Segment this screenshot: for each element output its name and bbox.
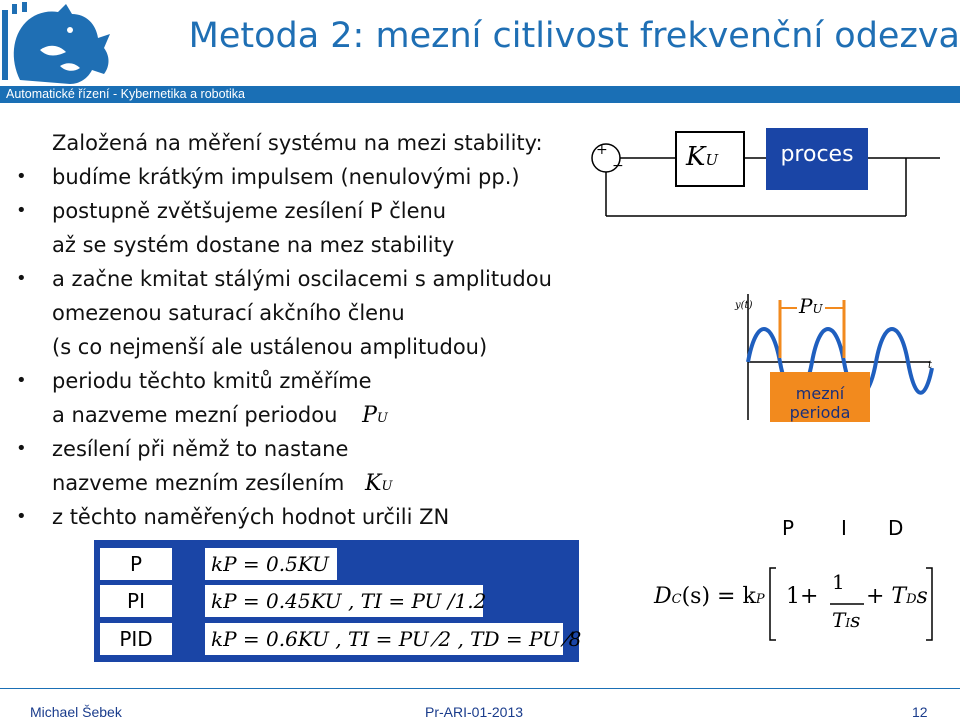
bullet-icon: •: [16, 200, 27, 221]
list-item: •periodu těchto kmitů změříme: [16, 364, 372, 398]
process-block: [766, 128, 868, 190]
period-caption-box: [770, 372, 870, 422]
list-item-continuation: omezenou saturací akčního členu: [52, 301, 405, 325]
list-item-continuation: nazveme mezním zesílením KU: [52, 471, 393, 496]
bullet-icon: •: [16, 438, 27, 459]
fraction-denominator: TIs: [832, 608, 861, 632]
list-item-continuation: (s co nejmenší ale ustálenou amplitudou): [52, 335, 488, 359]
list-item: •z těchto naměřených hodnot určili ZN: [16, 500, 449, 534]
footer-divider: [0, 688, 960, 689]
list-item: •zesílení při němž to nastane: [16, 432, 348, 466]
footer-author: Michael Šebek: [30, 704, 122, 720]
footer-code: Pr-ARI-01-2013: [425, 704, 524, 720]
pid-one-plus: 1+: [786, 584, 819, 609]
pid-derivative-term: + TDs: [866, 584, 928, 609]
fraction-numerator: 1: [832, 570, 845, 594]
pid-brackets: [769, 567, 933, 641]
header-i: I: [841, 516, 847, 540]
list-item: •a začne kmitat stálými oscilacemi s amp…: [16, 262, 552, 296]
list-item-continuation: až se systém dostane na mez stability: [52, 233, 455, 257]
oscillation-plot: [746, 294, 934, 422]
gain-label: KU: [686, 142, 719, 172]
pid-formula-box: [650, 556, 954, 656]
page-number: 12: [912, 704, 928, 720]
table-row-label: PI: [100, 585, 172, 617]
sum-minus: −: [612, 158, 624, 174]
period-label: PU: [797, 294, 825, 318]
ku-symbol: KU: [365, 471, 393, 496]
bullet-icon: •: [16, 166, 27, 187]
t-axis-label: t: [928, 360, 933, 371]
subtitle: Automatické řízení - Kybernetika a robot…: [6, 87, 246, 101]
table-row-formula: kP = 0.45KU , TI = PU /1.2: [205, 585, 486, 617]
table-row-label: P: [100, 548, 172, 580]
feedback-block-diagram: [580, 118, 960, 230]
bullet-icon: •: [16, 268, 27, 289]
header-p: P: [782, 516, 795, 540]
pid-formula-lhs: DC(s) = kP: [654, 584, 765, 609]
list-item: •postupně zvětšujeme zesílení P členu: [16, 194, 446, 228]
pu-symbol: PU: [362, 403, 388, 428]
process-label: proces: [780, 142, 854, 167]
bullet-icon: •: [16, 506, 27, 527]
period-caption: mezní perioda: [789, 384, 851, 422]
university-lion-logo: [2, 2, 110, 84]
gain-block: [675, 131, 745, 187]
intro-line: Založená na měření systému na mezi stabi…: [52, 131, 543, 155]
page-title: Metoda 2: mezní citlivost frekvenční ode…: [188, 16, 960, 56]
table-row-formula: kP = 0.6KU , TI = PU ⁄2 , TD = PU ⁄8: [205, 623, 581, 655]
sum-plus: +: [596, 142, 608, 158]
subtitle-bar: [0, 86, 960, 103]
y-axis-label: y(t): [735, 300, 753, 311]
header-d: D: [888, 516, 904, 540]
list-item-continuation: a nazveme mezní periodou PU: [52, 403, 388, 428]
table-row-label: PID: [100, 623, 172, 655]
list-item: •budíme krátkým impulsem (nenulovými pp.…: [16, 160, 520, 194]
oscillation-wave: [746, 327, 934, 397]
bullet-icon: •: [16, 370, 27, 391]
table-row-formula: kP = 0.5KU: [205, 548, 337, 580]
